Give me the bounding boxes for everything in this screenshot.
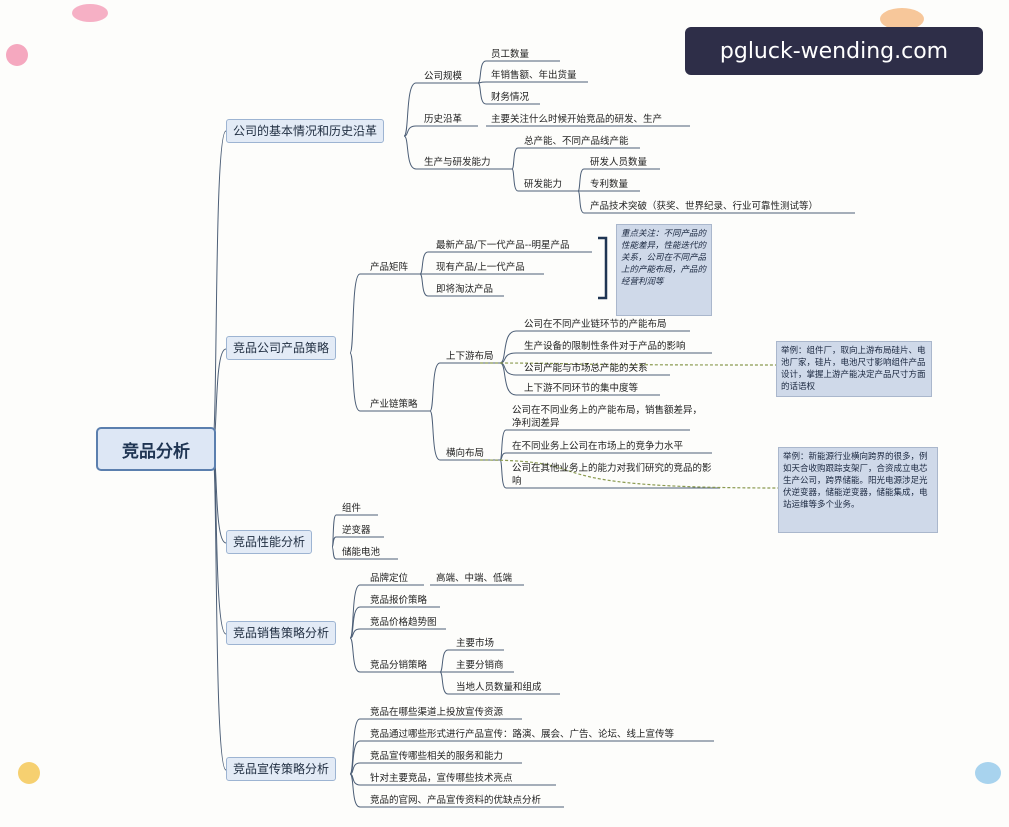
decor-shape-blue <box>975 762 1001 784</box>
node-promo-forms: 竞品通过哪些形式进行产品宣传：路演、展会、广告、论坛、线上宣传等 <box>370 729 675 740</box>
connector-52 <box>499 459 507 489</box>
node-horizontal-layout: 横向布局 <box>446 448 485 459</box>
decor-shape-pink-left <box>6 44 28 66</box>
node-brand-positioning: 品牌定位 <box>370 573 409 584</box>
connector-7 <box>403 135 417 170</box>
node-tech-breakthrough: 产品技术突破（获奖、世界纪录、行业可靠性测试等） <box>590 201 819 212</box>
node-industry-chain: 产业链策略 <box>370 399 418 410</box>
connector-63 <box>349 606 361 639</box>
connector-50 <box>499 429 507 461</box>
node-brand-tiers: 高端、中端、低端 <box>436 573 513 584</box>
connector-71 <box>439 649 449 673</box>
note-vertical-example: 举例：组件厂，取向上游布局硅片、电池厂家，硅片，电池尺寸影响组件产品设计，掌握上… <box>776 341 932 397</box>
connector-38 <box>429 362 441 412</box>
section-promotion-strategy: 竞品宣传策略分析 <box>226 757 337 781</box>
node-employee-count: 员工数量 <box>491 49 530 60</box>
node-chain-capacity: 公司在不同产业链环节的产能布局 <box>524 319 667 330</box>
connector-42 <box>499 330 517 364</box>
node-concentration: 上下游不同环节的集中度等 <box>524 383 639 394</box>
node-business-capacity: 公司在不同业务上的产能布局，销售额差异，净利润差异 <box>512 405 703 429</box>
connector-11 <box>477 60 487 84</box>
node-inverter: 逆变器 <box>342 525 371 536</box>
connector-32 <box>419 251 429 275</box>
node-modules: 组件 <box>342 503 362 514</box>
connector-58 <box>331 546 337 560</box>
connector-64 <box>349 628 361 639</box>
node-website-analysis: 竞品的官网、产品宣传资料的优缺点分析 <box>370 795 542 806</box>
node-equipment-limits: 生产设备的限制性条件对于产品的影响 <box>524 341 686 352</box>
dashed-link-horizontal-note <box>479 459 779 489</box>
connector-28 <box>349 273 361 354</box>
node-price-trend: 竞品价格趋势图 <box>370 617 437 628</box>
node-company-scale: 公司规模 <box>424 71 463 82</box>
root-node: 竞品分析 <box>96 427 216 471</box>
note-product-matrix: 重点关注：不同产品的性能差异，性能迭代的关系，公司在不同产品上的产能布局，产品的… <box>616 224 712 316</box>
node-other-business: 公司在其他业务上的能力对我们研究的竞品的影响 <box>512 463 712 487</box>
node-total-capacity: 总产能、不同产品线产能 <box>524 136 629 147</box>
node-financials: 财务情况 <box>491 92 530 103</box>
decor-shape-orange <box>880 8 924 30</box>
connector-24 <box>577 190 585 214</box>
node-main-markets: 主要市场 <box>456 638 495 649</box>
connector-73 <box>439 671 449 695</box>
node-channels: 竞品在哪些渠道上投放宣传资源 <box>370 707 504 718</box>
connector-78 <box>349 740 361 775</box>
node-retiring-product: 即将淘汰产品 <box>436 284 494 295</box>
node-annual-sales: 年销售额、年出货量 <box>491 70 577 81</box>
node-local-staff: 当地人员数量和组成 <box>456 682 542 693</box>
connector-13 <box>477 82 487 105</box>
node-history-focus: 主要关注什么时候开始竞品的研发、生产 <box>491 114 663 125</box>
dashed-link-vertical-note <box>479 362 777 366</box>
connector-45 <box>499 362 517 396</box>
connector-0 <box>211 130 227 448</box>
node-current-product: 现有产品/上一代产品 <box>436 262 525 273</box>
note-horizontal-example: 举例：新能源行业横向跨界的很多，例如天合收购跟踪支架厂，合资成立电芯生产公司，跨… <box>778 447 938 533</box>
node-rd-staff: 研发人员数量 <box>590 157 648 168</box>
node-capacity-market: 公司产能与市场总产能的关系 <box>524 363 648 374</box>
connector-29 <box>349 352 361 412</box>
decor-shape-yellow <box>18 762 40 784</box>
connector-81 <box>349 773 361 808</box>
node-distribution: 竞品分销策略 <box>370 660 428 671</box>
watermark-banner: pgluck-wending.com <box>685 27 983 75</box>
connector-6 <box>403 125 417 137</box>
connector-5 <box>403 82 417 137</box>
node-services: 竞品宣传哪些相关的服务和能力 <box>370 751 504 762</box>
connector-56 <box>331 514 337 548</box>
node-vertical-layout: 上下游布局 <box>446 351 494 362</box>
node-rd-ability: 研发能力 <box>524 179 563 190</box>
node-patents: 专利数量 <box>590 179 629 190</box>
connector-4 <box>211 446 227 771</box>
connector-39 <box>429 410 441 461</box>
connector-18 <box>511 147 519 170</box>
connector-19 <box>511 168 519 192</box>
node-latest-product: 最新产品/下一代产品--明星产品 <box>436 240 570 251</box>
decor-shape-pink <box>72 4 108 22</box>
section-product-strategy: 竞品公司产品策略 <box>226 336 337 360</box>
node-main-distributors: 主要分销商 <box>456 660 504 671</box>
node-tech-highlights: 针对主要竞品，宣传哪些技术亮点 <box>370 773 513 784</box>
node-product-matrix: 产品矩阵 <box>370 262 409 273</box>
node-history: 历史沿革 <box>424 114 463 125</box>
connector-22 <box>577 168 585 192</box>
section-sales-strategy: 竞品销售策略分析 <box>226 621 337 645</box>
node-production-rd: 生产与研发能力 <box>424 157 491 168</box>
bracket-product-matrix <box>598 236 608 300</box>
section-performance: 竞品性能分析 <box>226 530 313 554</box>
node-pricing-strategy: 竞品报价策略 <box>370 595 428 606</box>
connector-65 <box>349 637 361 673</box>
section-company-basics: 公司的基本情况和历史沿革 <box>226 119 385 143</box>
connector-34 <box>419 273 429 297</box>
node-storage-battery: 储能电池 <box>342 547 381 558</box>
connector-79 <box>349 762 361 775</box>
node-competitiveness: 在不同业务上公司在市场上的竞争力水平 <box>512 441 684 452</box>
